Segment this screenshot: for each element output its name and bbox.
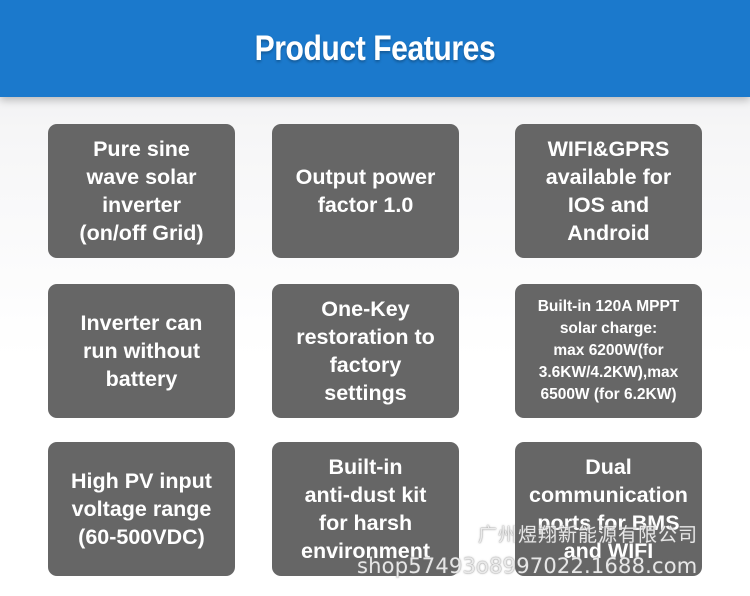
feature-card-anti-dust: Built-in anti-dust kit for harsh environ… [272,442,459,576]
feature-text: Inverter can run without battery [80,311,203,391]
feature-text: Dual communication ports for BMS and WIF… [529,455,688,563]
feature-card-power-factor: Output power factor 1.0 [272,124,459,258]
header-banner: Product Features [0,0,750,97]
feature-card-mppt: Built-in 120A MPPT solar charge: max 620… [515,284,702,418]
feature-card-one-key-restore: One-Key restoration to factory settings [272,284,459,418]
feature-text: Pure sine wave solar inverter (on/off Gr… [79,137,204,245]
feature-card-wifi-gprs: WIFI&GPRS available for IOS and Android [515,124,702,258]
page-title: Product Features [254,28,496,68]
feature-text: High PV input voltage range (60-500VDC) [71,469,212,549]
feature-card-pure-sine: Pure sine wave solar inverter (on/off Gr… [48,124,235,258]
feature-card-dual-comm: Dual communication ports for BMS and WIF… [515,442,702,576]
feature-text: Built-in anti-dust kit for harsh environ… [300,455,431,563]
feature-text: Built-in 120A MPPT solar charge: max 620… [537,298,680,403]
feature-card-pv-input: High PV input voltage range (60-500VDC) [48,442,235,576]
feature-text: WIFI&GPRS available for IOS and Android [545,137,672,245]
feature-text: One-Key restoration to factory settings [296,297,435,405]
feature-card-no-battery: Inverter can run without battery [48,284,235,418]
feature-text: Output power factor 1.0 [295,165,436,217]
